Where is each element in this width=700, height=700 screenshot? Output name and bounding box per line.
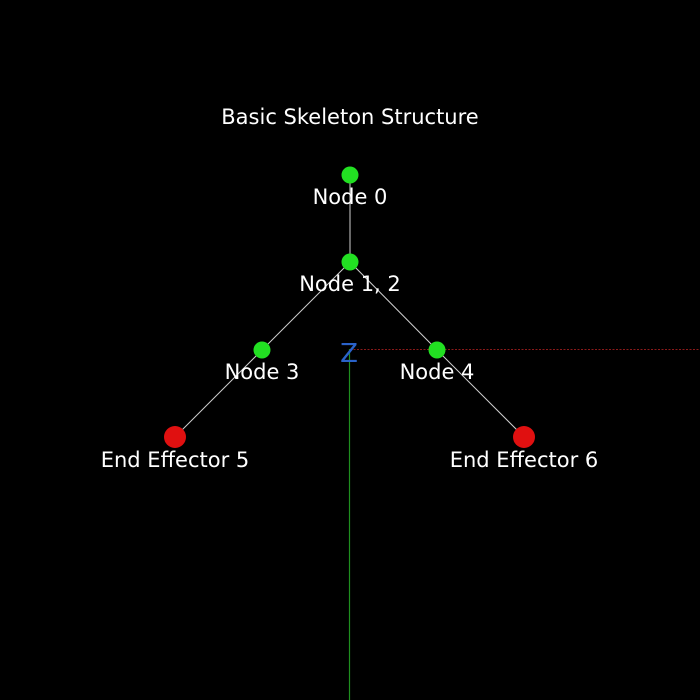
end-effector-6-label: End Effector 6 (450, 448, 599, 472)
node-labels: Node 0 Node 1, 2 Node 3 Node 4 End Effector … (101, 185, 599, 472)
joints (164, 166, 535, 448)
node-1-2-label: Node 1, 2 (299, 272, 401, 296)
node-0-joint[interactable] (341, 166, 359, 184)
bone-node-1-2-to-node-4 (349, 261, 438, 351)
bones (174, 175, 525, 438)
bone-node-1-2-to-node-3 (261, 261, 351, 351)
end-effector-6-joint[interactable] (513, 426, 535, 448)
axes: Z (340, 339, 700, 700)
z-axis-label: Z (340, 339, 358, 369)
node-4-joint[interactable] (428, 341, 446, 359)
node-0-label: Node 0 (313, 185, 388, 209)
bone-node-4-to-end-effector-6 (436, 349, 525, 438)
node-1-2-joint[interactable] (341, 253, 359, 271)
node-3-joint[interactable] (253, 341, 271, 359)
node-3-label: Node 3 (225, 360, 300, 384)
bone-node-3-to-end-effector-5 (174, 349, 263, 438)
node-4-label: Node 4 (400, 360, 475, 384)
end-effector-5-label: End Effector 5 (101, 448, 250, 472)
diagram-title: Basic Skeleton Structure (221, 105, 478, 129)
end-effector-5-joint[interactable] (164, 426, 186, 448)
